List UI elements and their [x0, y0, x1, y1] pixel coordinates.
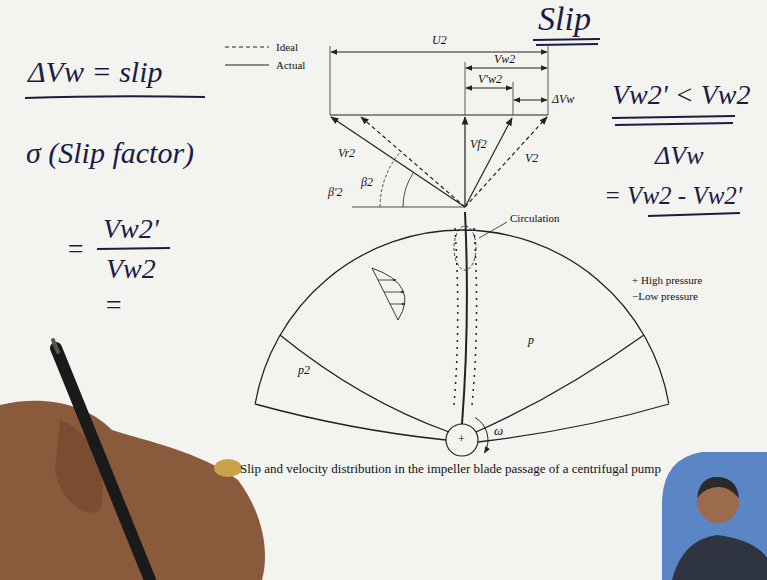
impeller-blade [478, 404, 669, 442]
impeller-blade [280, 335, 449, 432]
relative-velocity-actual [331, 117, 465, 207]
legend-line [225, 46, 269, 47]
angle-arc [380, 152, 401, 207]
extension-line [330, 46, 331, 115]
legend-entry: Ideal [224, 41, 298, 53]
leader-line [479, 222, 507, 238]
presenter-body [672, 535, 767, 580]
figure-label: ΔVw [552, 93, 574, 106]
pressure-label: p [528, 334, 534, 347]
impeller-hub [446, 424, 478, 456]
figure-label: Vw2 [494, 53, 515, 66]
figure-label: V'w2 [478, 73, 502, 86]
fraction-bar [97, 248, 170, 249]
legend-line [225, 64, 269, 65]
pressure-note: + High pressure [632, 274, 702, 286]
handwritten-note: σ (Slip factor) [26, 136, 194, 169]
handwritten-note: ΔVw = slip [28, 55, 163, 88]
handwritten-note: Vw2 [106, 254, 156, 285]
figure-label: Vf2 [470, 138, 487, 151]
legend-sample [224, 42, 270, 52]
relative-velocity-ideal [361, 117, 465, 207]
handwritten-note: = Vw2 - Vw2' [604, 182, 742, 210]
figure-label: Vr2 [338, 147, 355, 160]
flow-velocity-vector [464, 117, 465, 207]
impeller-outline [255, 230, 669, 403]
angle-label: β2 [361, 176, 373, 189]
absolute-velocity-ideal [465, 117, 547, 207]
pen-tip [53, 340, 58, 352]
pressure-note: −Low pressure [632, 290, 698, 302]
underline [533, 39, 600, 40]
extension-line [465, 62, 466, 115]
dimension-line [466, 88, 512, 89]
legend-entry: Actual [224, 59, 305, 71]
extension-line [513, 82, 514, 115]
hub-symbol: + [458, 433, 465, 446]
webcam-background [662, 452, 767, 580]
blade-speed-line [330, 114, 548, 115]
underline [25, 96, 205, 98]
callout-label: Circulation [510, 212, 560, 224]
profile-arrow [390, 304, 405, 305]
ring [214, 459, 242, 477]
underline [615, 123, 733, 125]
handwritten-symbol: = [104, 290, 123, 321]
rotation-arrow [475, 418, 488, 454]
presenter-hair [697, 477, 739, 498]
underline [536, 44, 598, 45]
figure-label: U2 [432, 34, 447, 47]
profile-arrow [378, 280, 396, 281]
hand [0, 401, 265, 580]
impeller-blade [255, 404, 446, 440]
tangent-line [352, 207, 465, 208]
handwritten-note: Vw2' [103, 214, 159, 245]
pen [56, 348, 150, 580]
handwritten-symbol: = [66, 234, 85, 265]
profile-arrow [384, 292, 404, 293]
angle-label: β'2 [328, 186, 343, 199]
dimension-line [514, 100, 547, 101]
figure-caption: Slip and velocity distribution in the im… [240, 462, 661, 476]
velocity-profile [372, 268, 405, 320]
handwritten-note: Vw2' < Vw2 [612, 80, 750, 111]
rotation-label: ω [494, 424, 503, 438]
impeller-blade [462, 212, 467, 424]
handwritten-note: ΔVw [655, 142, 703, 171]
underline [612, 116, 735, 118]
legend-text: Ideal [276, 41, 298, 53]
legend-text: Actual [276, 59, 305, 71]
angle-arc [403, 173, 413, 207]
extension-line [548, 46, 549, 115]
pressure-label: p2 [298, 364, 310, 377]
handwritten-title: Slip [538, 0, 591, 37]
profile-base [372, 268, 398, 320]
circulation-loop [454, 226, 476, 270]
legend-sample [224, 60, 270, 70]
figure-label: V2 [525, 152, 538, 165]
underline [648, 213, 740, 216]
dimension-line [466, 68, 547, 69]
